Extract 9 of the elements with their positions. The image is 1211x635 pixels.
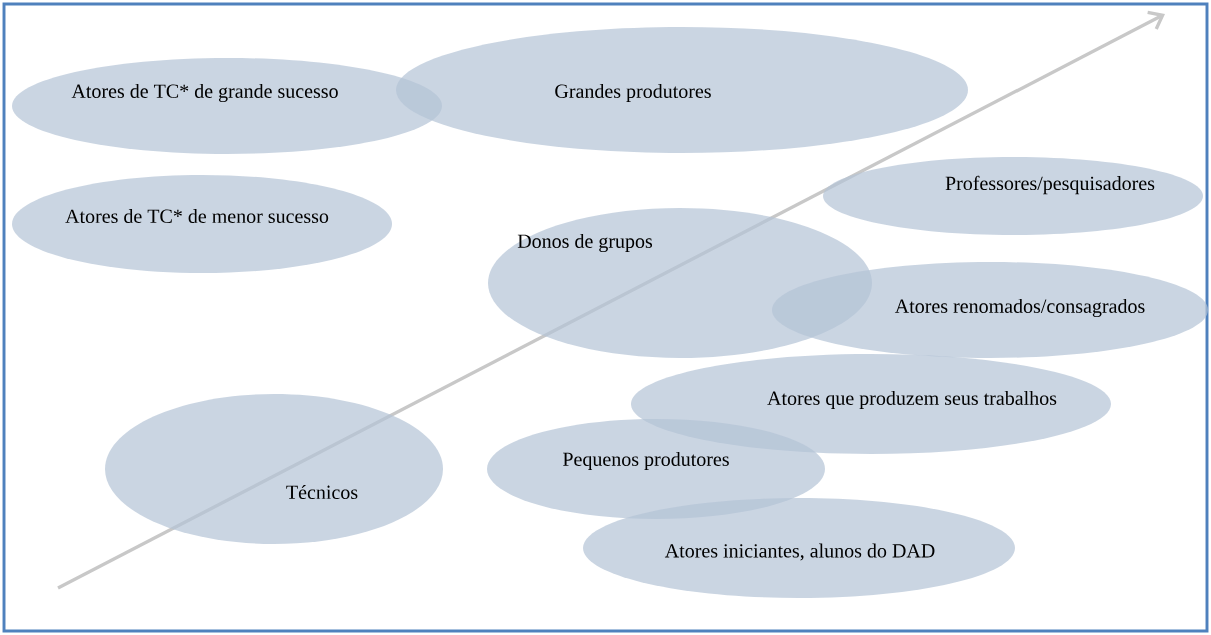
- ellipse-node: Atores renomados/consagrados: [772, 262, 1208, 358]
- ellipse-node: Grandes produtores: [396, 27, 968, 153]
- ellipse-node: Donos de grupos: [488, 208, 872, 358]
- ellipse-node: Atores iniciantes, alunos do DAD: [583, 498, 1015, 598]
- ellipse-node: Atores de TC* de menor sucesso: [12, 175, 392, 273]
- ellipse-node: Professores/pesquisadores: [823, 157, 1203, 235]
- ellipse-node: Pequenos produtores: [487, 419, 825, 519]
- ellipse-node: Técnicos: [105, 394, 443, 544]
- ellipse-node: Atores de TC* de grande sucesso: [12, 58, 442, 154]
